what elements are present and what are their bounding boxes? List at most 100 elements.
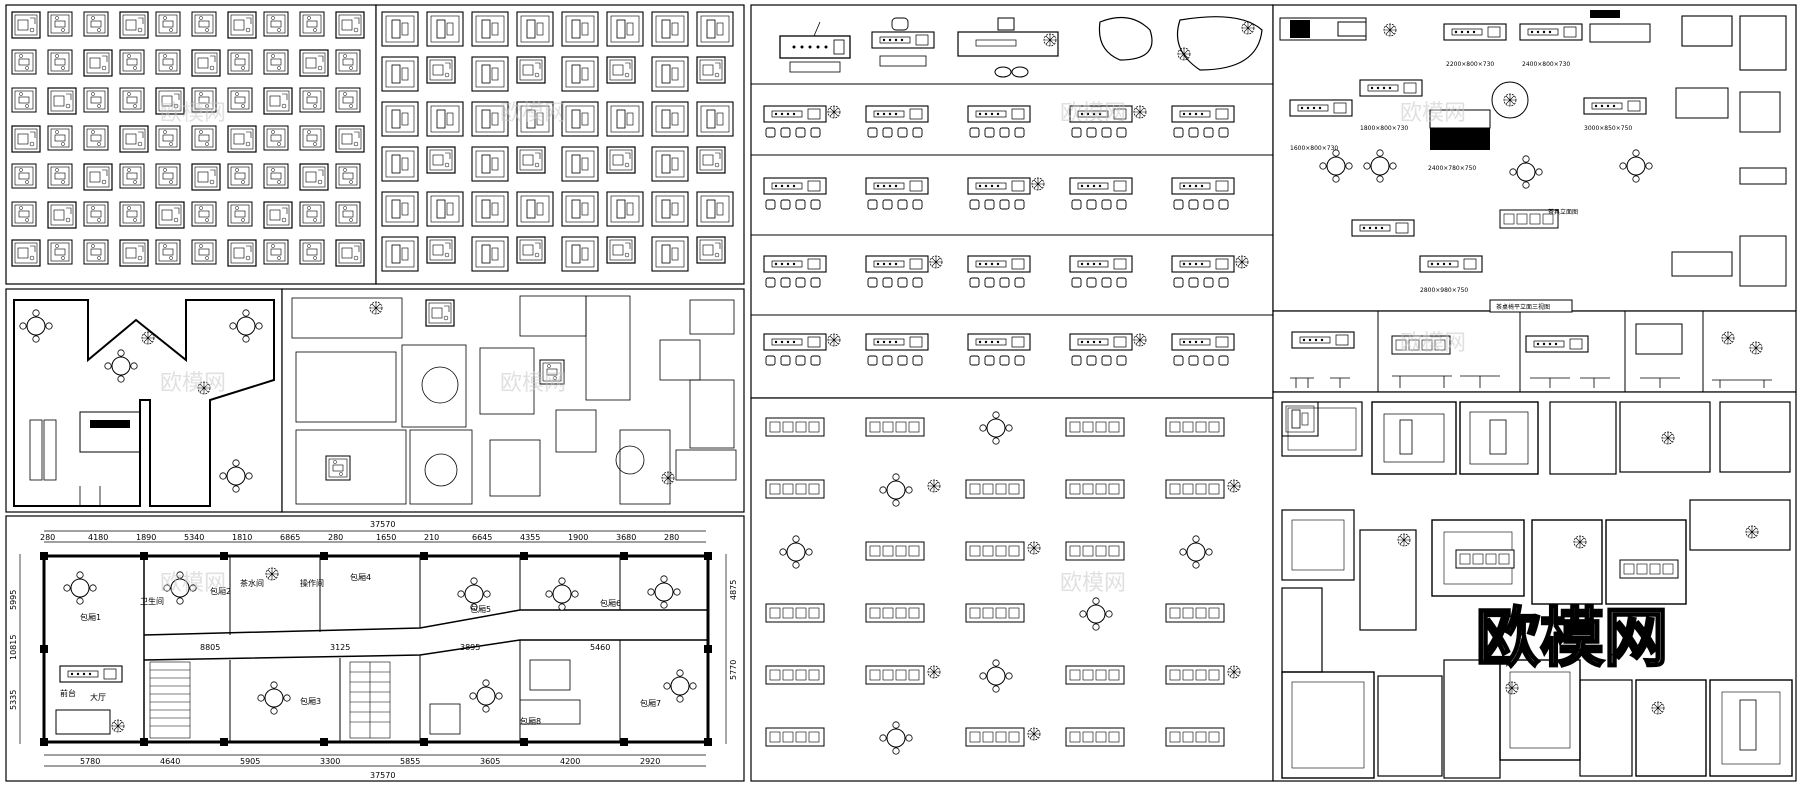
mini-room-plan: [263, 11, 289, 37]
dimension-label: 280: [664, 533, 679, 542]
room-plan: [426, 191, 464, 227]
table-size-label: 2800×980×750: [1420, 287, 1468, 294]
mini-room-plan: [83, 239, 109, 265]
room-plan: [696, 146, 726, 174]
room-label: 包厢7: [640, 698, 661, 708]
room-plan: [696, 236, 726, 264]
mini-room-plan: [299, 11, 325, 37]
room-plan: [606, 236, 636, 264]
mini-room-plan: [263, 125, 289, 151]
mini-room-plan: [299, 163, 329, 191]
mini-room-plan: [83, 49, 113, 77]
room-plan: [381, 236, 419, 272]
room-plan: [471, 236, 509, 272]
room-plan: [561, 56, 599, 92]
dining-table-plan: [865, 603, 925, 623]
room-plan: [381, 101, 419, 137]
room-label: 操作间: [300, 578, 324, 588]
room-plan: [426, 146, 456, 174]
mini-room-plan: [191, 163, 221, 191]
room-label: 前台: [60, 688, 76, 698]
svg-text:欧模网: 欧模网: [500, 101, 566, 126]
mini-room-plan: [47, 163, 73, 189]
room-plan: [651, 146, 689, 182]
mini-room-plan: [155, 125, 181, 151]
dimension-label: 280: [328, 533, 343, 542]
dimension-label: 2920: [640, 757, 660, 766]
mini-room-plan: [299, 239, 325, 265]
dimension-label: 4355: [520, 533, 540, 542]
mini-room-plan: [335, 125, 365, 153]
room-label: 包厢2: [210, 586, 231, 596]
room-label: 包厢4: [350, 572, 371, 582]
dining-table-plan: [1065, 727, 1125, 747]
mini-room-plan: [335, 201, 361, 227]
mini-room-plan: [191, 201, 217, 227]
mini-room-plan: [11, 49, 37, 75]
mini-room-plan: [263, 163, 289, 189]
room-label: 茶水间: [240, 578, 264, 588]
room-label: 包厢5: [470, 604, 491, 614]
furniture-sheet-caption: 茶桌椅平立面三视图: [1496, 303, 1550, 311]
room-plan: [696, 101, 734, 137]
assorted-tea-room-plans: [291, 295, 737, 505]
mini-room-plan: [191, 11, 217, 37]
tea-table-elevations: [779, 16, 1263, 78]
room-plan: [606, 11, 644, 47]
mini-room-plan: [335, 87, 361, 113]
mini-room-plan: [11, 87, 37, 113]
room-plan: [651, 191, 689, 227]
mini-room-plan: [155, 49, 181, 75]
mini-room-plan: [299, 201, 325, 227]
room-plan: [606, 56, 636, 84]
mini-room-plan: [11, 201, 37, 227]
dimension-label: 4875: [729, 580, 738, 600]
mini-room-plan: [335, 163, 361, 189]
room-plan: [651, 101, 689, 137]
mini-room-plan: [83, 201, 109, 227]
mini-room-plan: [227, 11, 257, 39]
mini-room-plan: [155, 201, 185, 229]
table-size-label: 2400×780×750: [1428, 165, 1476, 172]
room-plan: [516, 11, 554, 47]
room-label: 包厢3: [300, 696, 321, 706]
tea-set-three-view-strip: [1290, 323, 1772, 388]
dimension-label: 5855: [400, 757, 420, 766]
room-plan: [381, 11, 419, 47]
room-plan: [381, 191, 419, 227]
dining-table-plan: [765, 727, 825, 747]
dimension-label: 8805: [200, 643, 220, 652]
mini-room-plan: [335, 49, 361, 75]
dimension-total-bottom: 37570: [370, 771, 395, 780]
room-label: 包厢8: [520, 716, 541, 726]
mini-room-plan: [335, 239, 365, 267]
dimension-label: 1900: [568, 533, 588, 542]
mini-room-plan: [119, 87, 145, 113]
mini-room-plan: [119, 239, 149, 267]
svg-text:欧模网: 欧模网: [160, 571, 226, 596]
room-plan: [696, 11, 734, 47]
mini-room-plan: [227, 239, 257, 267]
mini-room-plan: [299, 49, 329, 77]
room-plan: [651, 56, 689, 92]
mini-room-plan: [263, 87, 293, 115]
mini-room-plan: [11, 125, 41, 153]
dining-table-plan: [765, 665, 825, 685]
watermark-logo: 欧模网: [1476, 602, 1668, 676]
mini-room-plan: [47, 201, 77, 229]
mini-room-plan: [11, 239, 41, 267]
dimension-label: 5335: [9, 690, 18, 710]
mini-room-plan: [119, 11, 149, 39]
dimension-label: 3605: [480, 757, 500, 766]
dimension-label: 3125: [330, 643, 350, 652]
dining-table-plan: [865, 541, 925, 561]
dining-table-plan: [1165, 603, 1225, 623]
room-plan: [561, 236, 599, 272]
room-plan: [651, 236, 689, 272]
dining-table-plan: [1165, 417, 1225, 437]
dimension-label: 3680: [616, 533, 636, 542]
dining-table-plan: [765, 417, 825, 437]
mini-room-plan: [191, 239, 217, 265]
dining-table-plan: [1065, 541, 1125, 561]
